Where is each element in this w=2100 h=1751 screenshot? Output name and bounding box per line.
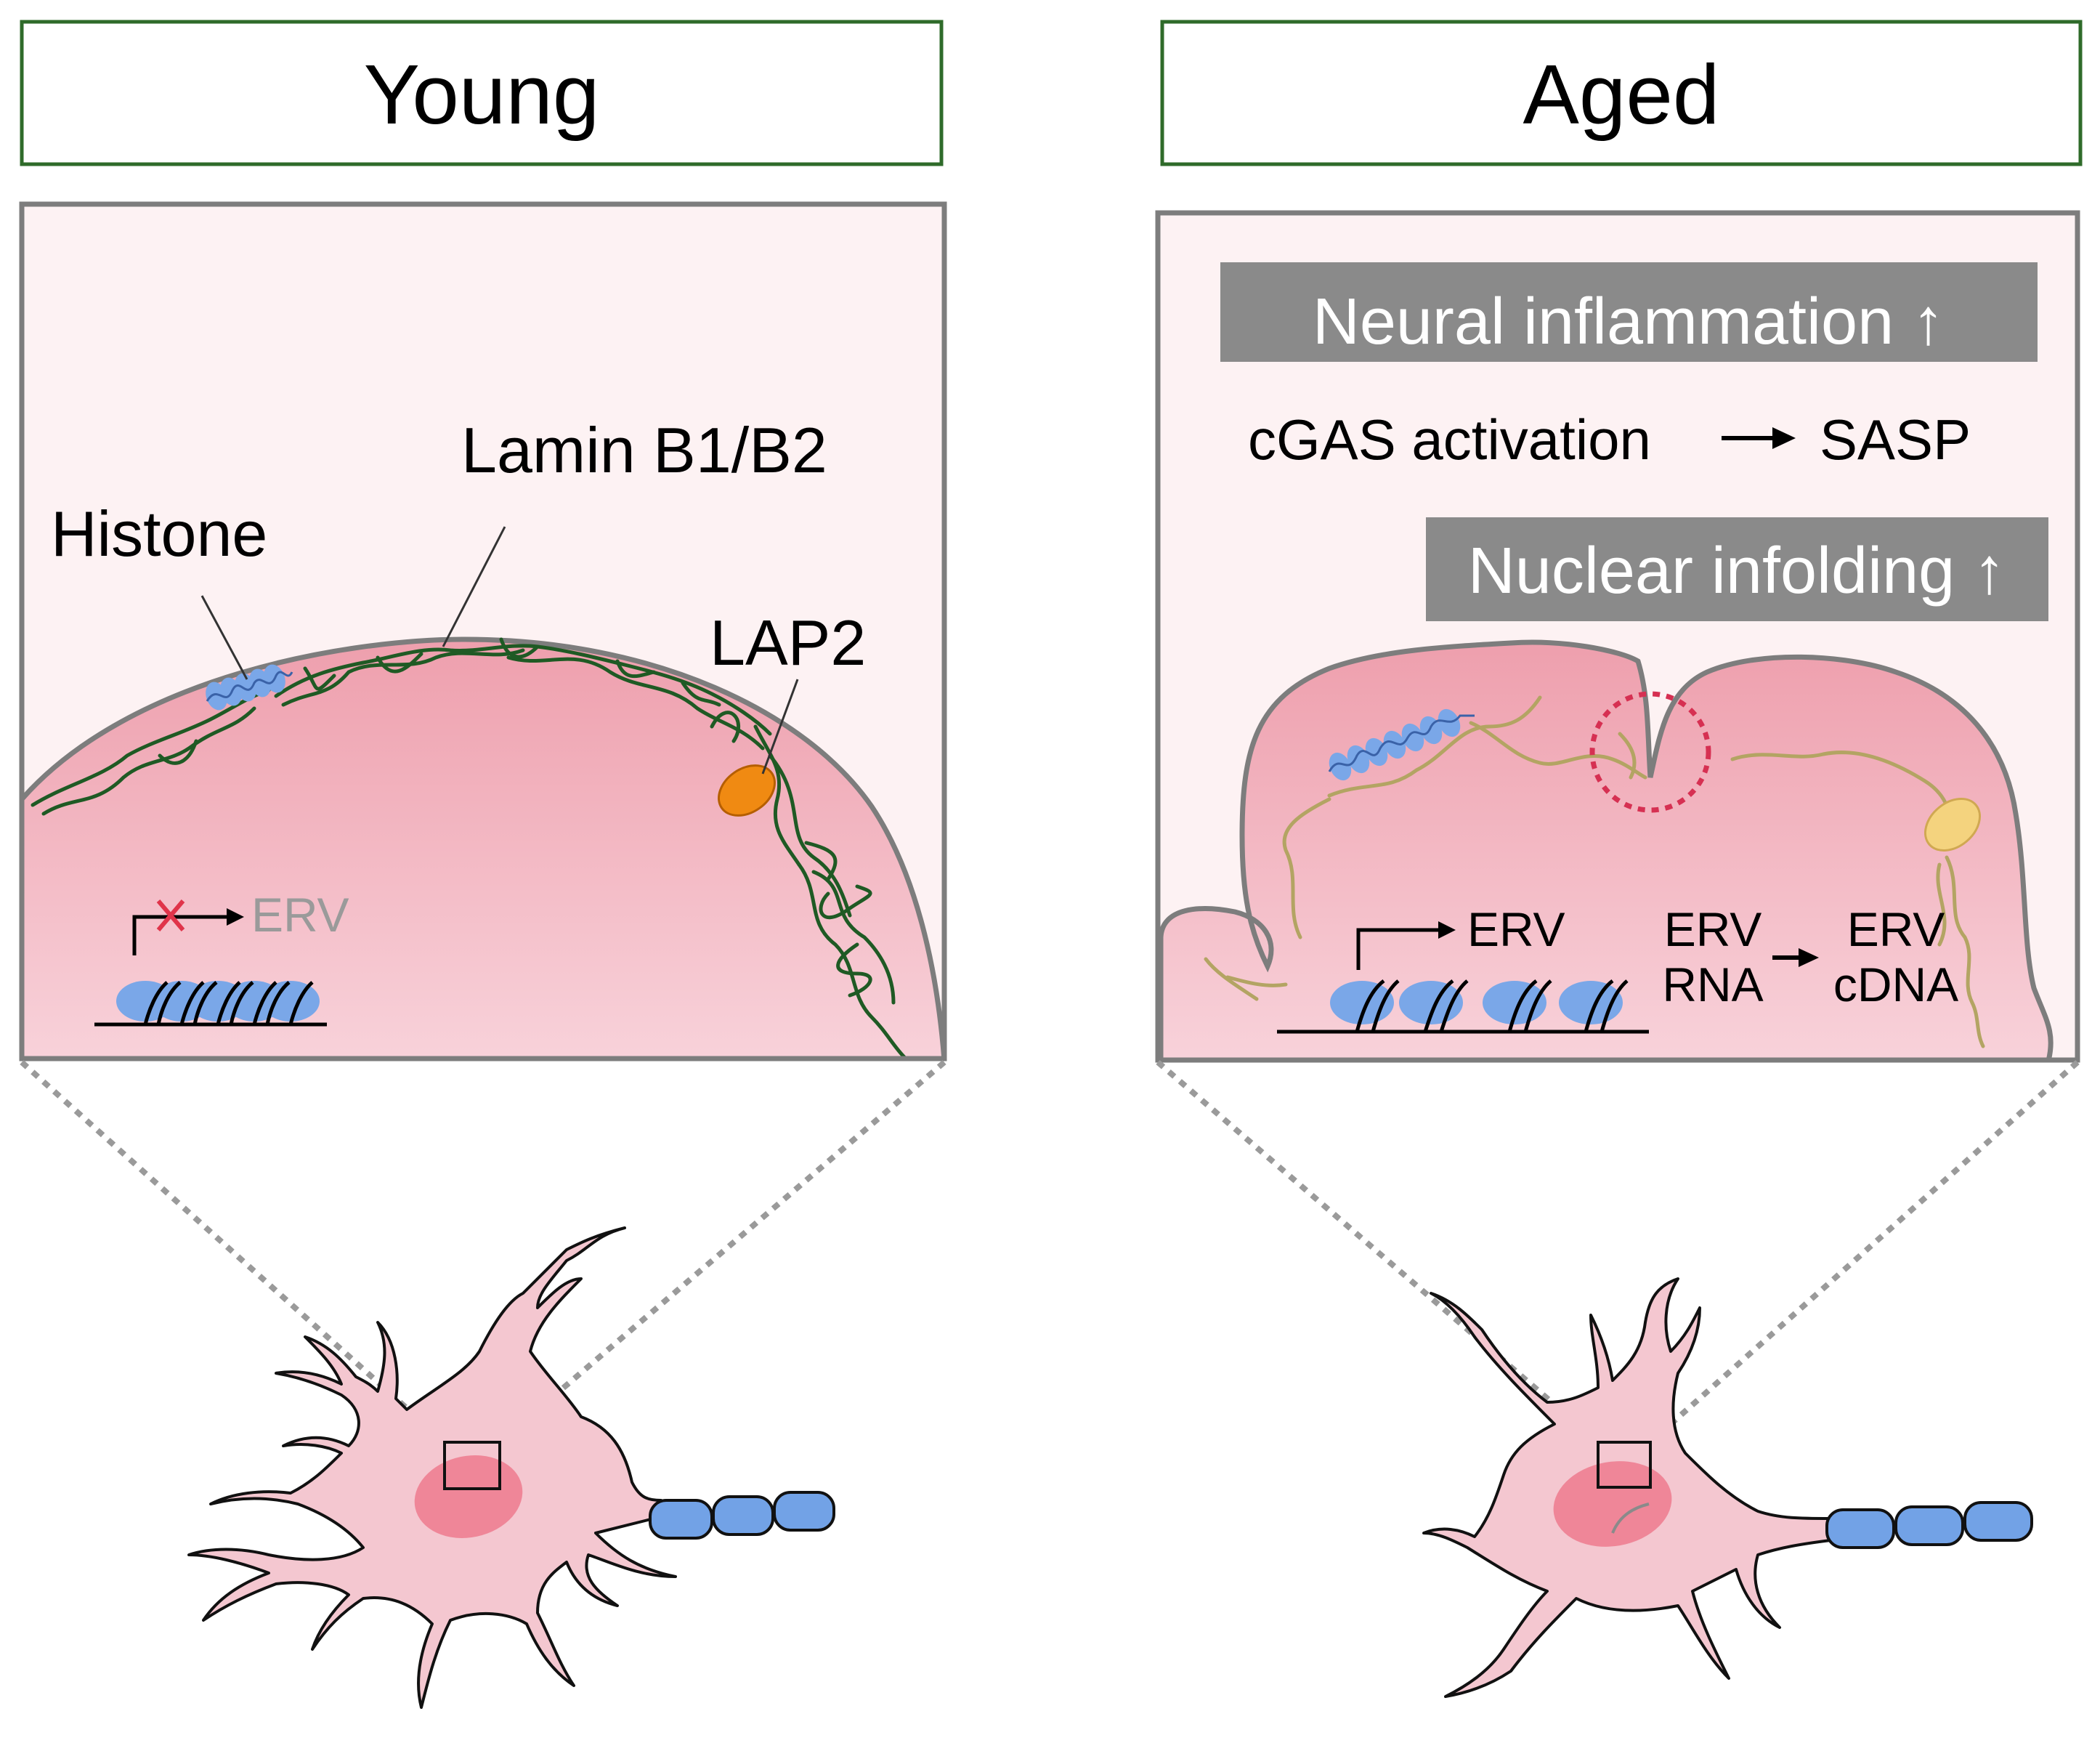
erv-rna-label-2: RNA: [1662, 958, 1763, 1011]
aged-title-box: Aged: [1160, 20, 2083, 166]
zoom-lines: [20, 1059, 2080, 1445]
aged-myelin-sheath: [1825, 1501, 2033, 1549]
young-erv-promoter: ERV: [132, 888, 349, 955]
sasp-text: SASP: [1820, 408, 1971, 472]
inflammation-banner: [1220, 262, 2038, 362]
young-neuron-body: [187, 1226, 677, 1709]
aged-zoom-box: [1597, 1441, 1652, 1489]
aged-panel: Neural inflammation ↑ cGAS activation SA…: [1155, 210, 2080, 1063]
aged-title: Aged: [1523, 47, 1720, 142]
erv-rna-label-1: ERV: [1664, 902, 1762, 956]
histone-label: Histone: [51, 498, 267, 570]
young-title-box: Young: [20, 20, 944, 166]
erv-cdna-label-1: ERV: [1847, 902, 1945, 956]
infolding-highlight: [1589, 691, 1711, 813]
young-nucleus: [22, 636, 944, 1059]
membrane-histone: [206, 664, 293, 711]
aged-membrane-histone: [1328, 708, 1475, 781]
aged-erv-promoter: ERV: [1356, 902, 1565, 970]
lap2-label: LAP2: [710, 607, 866, 679]
aged-lap2-protein: [1923, 798, 1982, 852]
inflammation-banner-text: Neural inflammation ↑: [1313, 286, 1945, 358]
young-myelin-sheath: [649, 1491, 835, 1540]
young-chromatin: [94, 981, 327, 1027]
lap2-protein: [718, 764, 776, 817]
aged-chromatin: [1277, 979, 1649, 1034]
young-zoom-box: [443, 1441, 501, 1490]
young-neuron: [187, 1226, 835, 1709]
cgas-text: cGAS activation: [1248, 408, 1651, 472]
lamin-network: [31, 637, 907, 1059]
young-erv-label: ERV: [251, 888, 349, 942]
aged-neuron-nucleus: [1553, 1461, 1672, 1547]
aged-erv-label: ERV: [1467, 902, 1565, 956]
young-title: Young: [364, 47, 600, 142]
erv-cdna-label-2: cDNA: [1833, 958, 1958, 1011]
young-neuron-nucleus: [414, 1455, 523, 1538]
repression-cross-icon: [156, 899, 185, 931]
infolding-banner: [1426, 517, 2048, 621]
young-panel: Histone Lamin B1/B2 LAP2 ERV: [19, 201, 947, 1061]
infolding-banner-text: Nuclear infolding ↑: [1468, 535, 2006, 607]
lamin-label: Lamin B1/B2: [461, 414, 827, 486]
aged-neuron: [1422, 1277, 2033, 1698]
